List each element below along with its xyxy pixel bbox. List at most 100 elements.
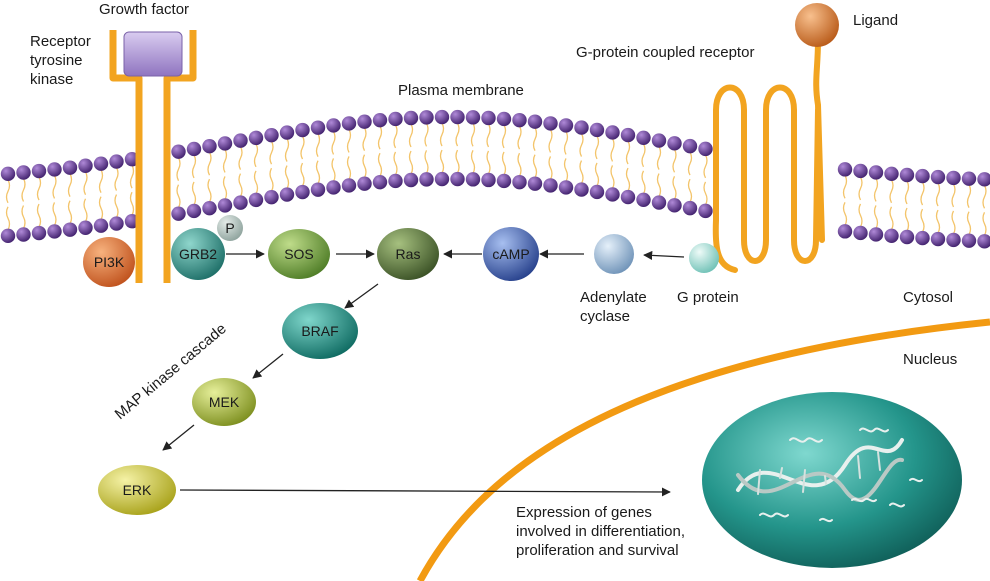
node-erk: ERK <box>98 465 176 515</box>
lipid-tail <box>966 211 972 235</box>
lipid-head <box>0 166 16 182</box>
lipid-head <box>589 184 605 200</box>
lipid-tail <box>238 146 243 170</box>
lipid-head <box>47 162 62 177</box>
lipid-head <box>31 225 47 241</box>
lipid-tail <box>222 149 228 173</box>
lipid-tail <box>98 169 104 194</box>
node-pi3k: PI3K <box>83 237 135 287</box>
lipid-head <box>853 163 868 179</box>
lipid-tail <box>439 122 445 147</box>
lipid-head <box>682 200 698 216</box>
g-protein-coupled-receptor <box>712 37 825 273</box>
label-cyclase: cyclase <box>580 308 630 325</box>
lipid-head <box>946 170 961 186</box>
lipid-tail <box>532 154 538 178</box>
lipid-head <box>605 125 620 140</box>
mek-label: MEK <box>209 394 240 410</box>
lipid-tail <box>253 143 259 168</box>
lipid-tail <box>687 151 693 176</box>
lipid-head <box>868 165 884 180</box>
lipid-head <box>47 224 62 239</box>
lipid-head <box>496 173 512 189</box>
lipid-tail <box>656 146 662 170</box>
lipid-head <box>295 184 310 200</box>
lipid-tail <box>966 184 972 208</box>
node-g-protein <box>689 243 719 273</box>
lipid-tail <box>129 191 135 216</box>
label-kinase: kinase <box>30 71 73 88</box>
lipid-head <box>884 166 899 181</box>
lipid-head <box>574 120 589 135</box>
lipid-head <box>93 218 109 233</box>
lipid-tail <box>52 175 57 199</box>
lipid-tail <box>703 181 708 206</box>
lipid-tail <box>501 124 507 149</box>
camp-label: cAMP <box>492 246 529 262</box>
lipid-head <box>915 230 930 246</box>
lipid-tail <box>889 179 894 204</box>
lipid-tail <box>362 154 367 178</box>
lipid-head <box>481 110 496 126</box>
lipid-head <box>248 192 264 208</box>
lipid-tail <box>579 133 584 157</box>
lipid-head <box>295 122 310 138</box>
lipid-tail <box>315 133 321 157</box>
lipid-tail <box>98 196 104 221</box>
lipid-head <box>62 160 78 175</box>
lipid-head <box>977 234 990 249</box>
lipid-head <box>202 139 217 154</box>
lipid-tail <box>439 149 445 174</box>
label-ligand: Ligand <box>853 12 898 29</box>
lipid-tail <box>470 123 476 147</box>
lipid-tail <box>656 173 662 197</box>
lipid-tail <box>594 135 600 160</box>
lipid-head <box>961 233 977 248</box>
lipid-tail <box>207 178 212 203</box>
lipid-head <box>496 111 512 127</box>
lipid-tail <box>114 167 119 191</box>
erk-label: ERK <box>123 482 152 498</box>
lipid-tail <box>67 200 73 224</box>
lipid-tail <box>625 140 631 165</box>
lipid-tail <box>470 150 476 174</box>
lipid-tail <box>176 184 181 208</box>
lipid-tail <box>393 124 398 149</box>
nucleus-body <box>702 392 962 568</box>
lipid-tail <box>842 202 848 226</box>
growth-factor-block <box>123 31 183 77</box>
lipid-tail <box>594 162 600 187</box>
node-grb2: GRB2 <box>171 228 225 280</box>
lipid-tail <box>873 178 879 202</box>
label-cytosol: Cytosol <box>903 289 953 306</box>
lipid-tail <box>408 150 414 175</box>
lipid-tail <box>501 151 507 176</box>
lipid-tail <box>951 183 956 208</box>
lipid-tail <box>904 180 910 205</box>
lipid-head <box>186 203 202 219</box>
lipid-tail <box>920 181 925 206</box>
lipid-head <box>977 172 990 187</box>
lipid-tail <box>703 154 708 179</box>
lipid-tail <box>935 182 941 207</box>
lipid-head <box>279 125 295 140</box>
lipid-tail <box>238 173 243 197</box>
lipid-head <box>326 180 341 195</box>
lipid-tail <box>920 208 925 233</box>
nuclear-envelope <box>416 318 990 581</box>
lipid-head <box>78 220 93 235</box>
lipid-head <box>171 144 186 159</box>
sos-label: SOS <box>284 246 314 262</box>
label-expression-1: Expression of genes <box>516 504 652 521</box>
braf-label: BRAF <box>301 323 338 339</box>
lipid-tail <box>346 129 352 153</box>
lipid-head <box>233 195 248 210</box>
ligand-sphere <box>795 3 839 47</box>
dna-helix <box>736 427 923 523</box>
lipid-head <box>837 224 853 239</box>
lipid-head <box>915 168 930 184</box>
lipid-head <box>512 174 527 190</box>
lipid-head <box>248 130 264 146</box>
lipid-head <box>946 232 961 248</box>
lipid-head <box>574 182 589 197</box>
